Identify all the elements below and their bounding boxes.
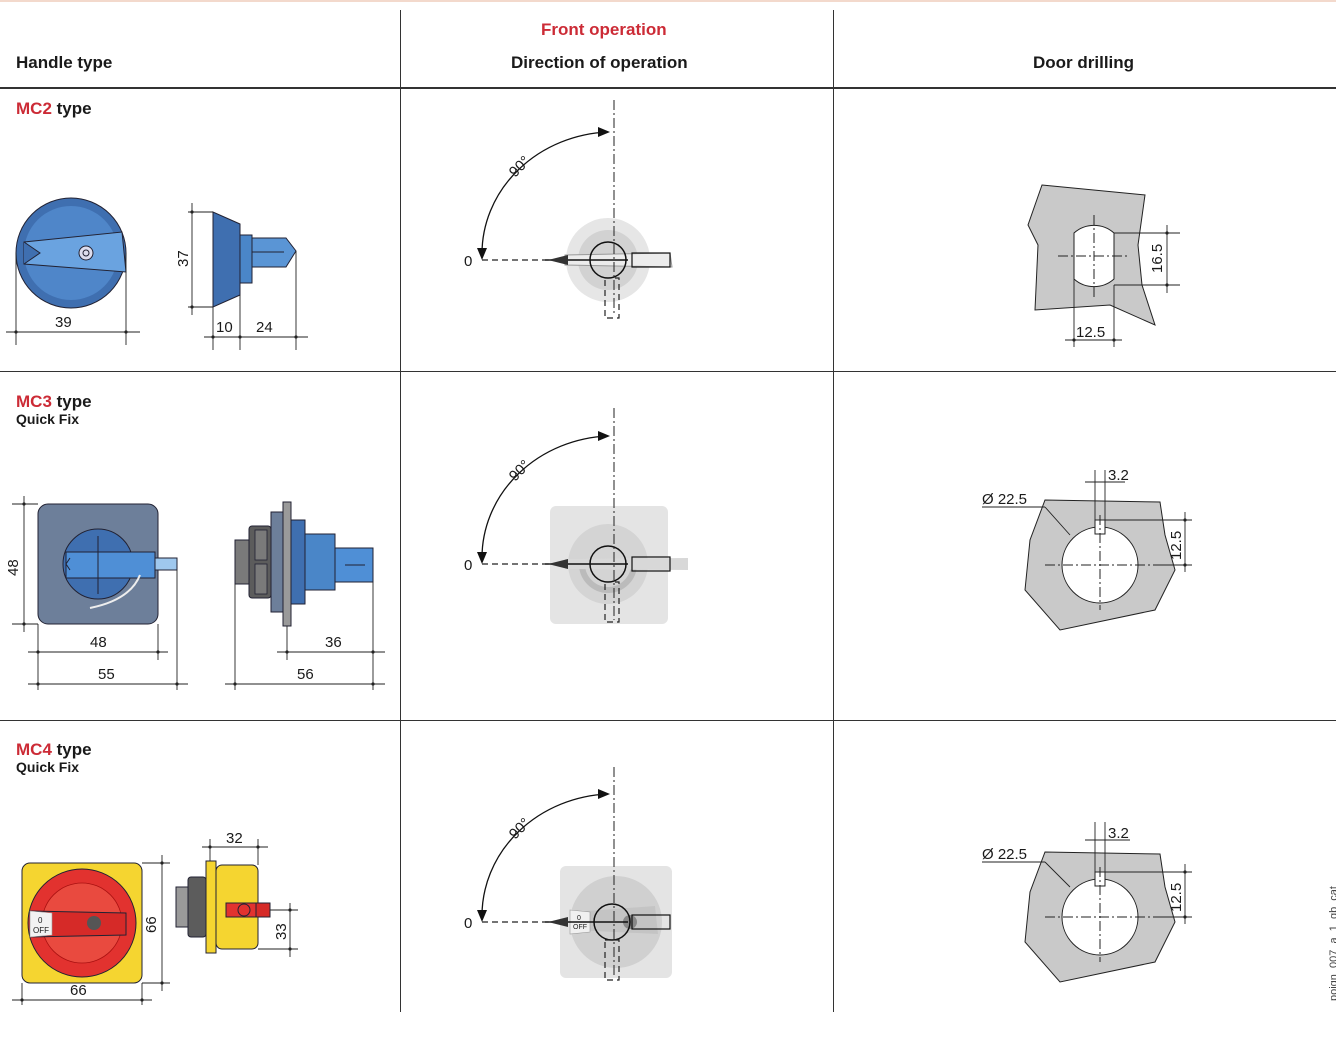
row-subtitle-mc3: Quick Fix: [16, 411, 80, 427]
drill-diameter: Ø 22.5: [982, 846, 1027, 863]
dim-36: 36: [325, 634, 342, 651]
row-code: MC3: [16, 392, 52, 411]
column-divider-2: [833, 10, 834, 1012]
dim-66: 66: [70, 982, 87, 999]
drill-height: 12.5: [1168, 531, 1185, 560]
front-operation-header: Front operation: [541, 20, 667, 39]
door-drilling-header: Door drilling: [1033, 53, 1135, 72]
drill-key: 3.2: [1108, 825, 1129, 842]
angle-label: 90°: [506, 153, 534, 181]
drill-diameter: Ø 22.5: [982, 491, 1027, 508]
zero-label: 0: [464, 557, 472, 574]
mc2-operation-diagram: 90° 0: [464, 100, 673, 319]
row-divider-2: [0, 720, 1336, 721]
off-zero: 0: [38, 916, 43, 925]
dim-24: 24: [256, 319, 273, 336]
row-type-word: type: [56, 99, 92, 118]
dim-48-vertical: 48: [5, 559, 22, 576]
mc3-operation-diagram: 90° 0: [464, 408, 688, 624]
mc2-side-view: 37 10 24: [175, 203, 308, 350]
mc3-door-drilling: 3.2 Ø 22.5 12.5: [982, 467, 1192, 631]
off-zero: 0: [577, 915, 581, 922]
dim-37: 37: [175, 250, 192, 267]
dim-10: 10: [216, 319, 233, 336]
row-title-mc3: MC3 type: [16, 392, 92, 412]
side-code: poign_007_a_1_gb_cat: [1328, 886, 1336, 1002]
mc2-front-view: 39: [6, 197, 140, 345]
direction-of-operation-header: Direction of operation: [511, 53, 688, 72]
dim-32: 32: [226, 830, 243, 847]
mc2-door-drilling: 16.5 12.5: [1027, 184, 1180, 347]
mc4-door-drilling: 3.2 Ø 22.5 12.5: [982, 822, 1192, 983]
drill-width: 12.5: [1076, 324, 1105, 341]
dim-56: 56: [297, 666, 314, 683]
dim-48: 48: [90, 634, 107, 651]
row-title-mc4: MC4 type: [16, 740, 92, 760]
off-label: OFF: [573, 924, 587, 931]
mc4-side-view: 32 33: [175, 830, 298, 957]
dim-55: 55: [98, 666, 115, 683]
zero-label: 0: [464, 915, 472, 932]
mc4-operation-diagram: 0 OFF 90° 0: [464, 767, 672, 981]
row-type-word: type: [56, 392, 92, 411]
row-code: MC2: [16, 99, 52, 118]
dim-66-vertical: 66: [143, 916, 160, 933]
drill-key: 3.2: [1108, 467, 1129, 484]
mc4-front-view: 0 OFF 66 66: [12, 855, 170, 1005]
zero-label: 0: [464, 253, 472, 270]
column-divider-1: [400, 10, 401, 1012]
mc3-side-view: 36 56: [225, 501, 385, 690]
row-divider-1: [0, 371, 1336, 372]
drill-height: 16.5: [1149, 244, 1166, 273]
header-rule: [0, 87, 1336, 89]
dim-39: 39: [55, 314, 72, 331]
mc3-front-view: 48 48 55: [5, 496, 188, 690]
angle-label: 90°: [506, 815, 534, 843]
handle-type-header: Handle type: [16, 53, 113, 72]
angle-label: 90°: [506, 457, 534, 485]
drill-height: 12.5: [1168, 883, 1185, 912]
off-label: OFF: [33, 926, 49, 935]
top-rule: [0, 0, 1336, 2]
row-title-mc2: MC2 type: [16, 99, 92, 119]
dim-33: 33: [273, 923, 290, 940]
row-code: MC4: [16, 740, 52, 759]
row-type-word: type: [56, 740, 92, 759]
row-subtitle-mc4: Quick Fix: [16, 759, 80, 775]
